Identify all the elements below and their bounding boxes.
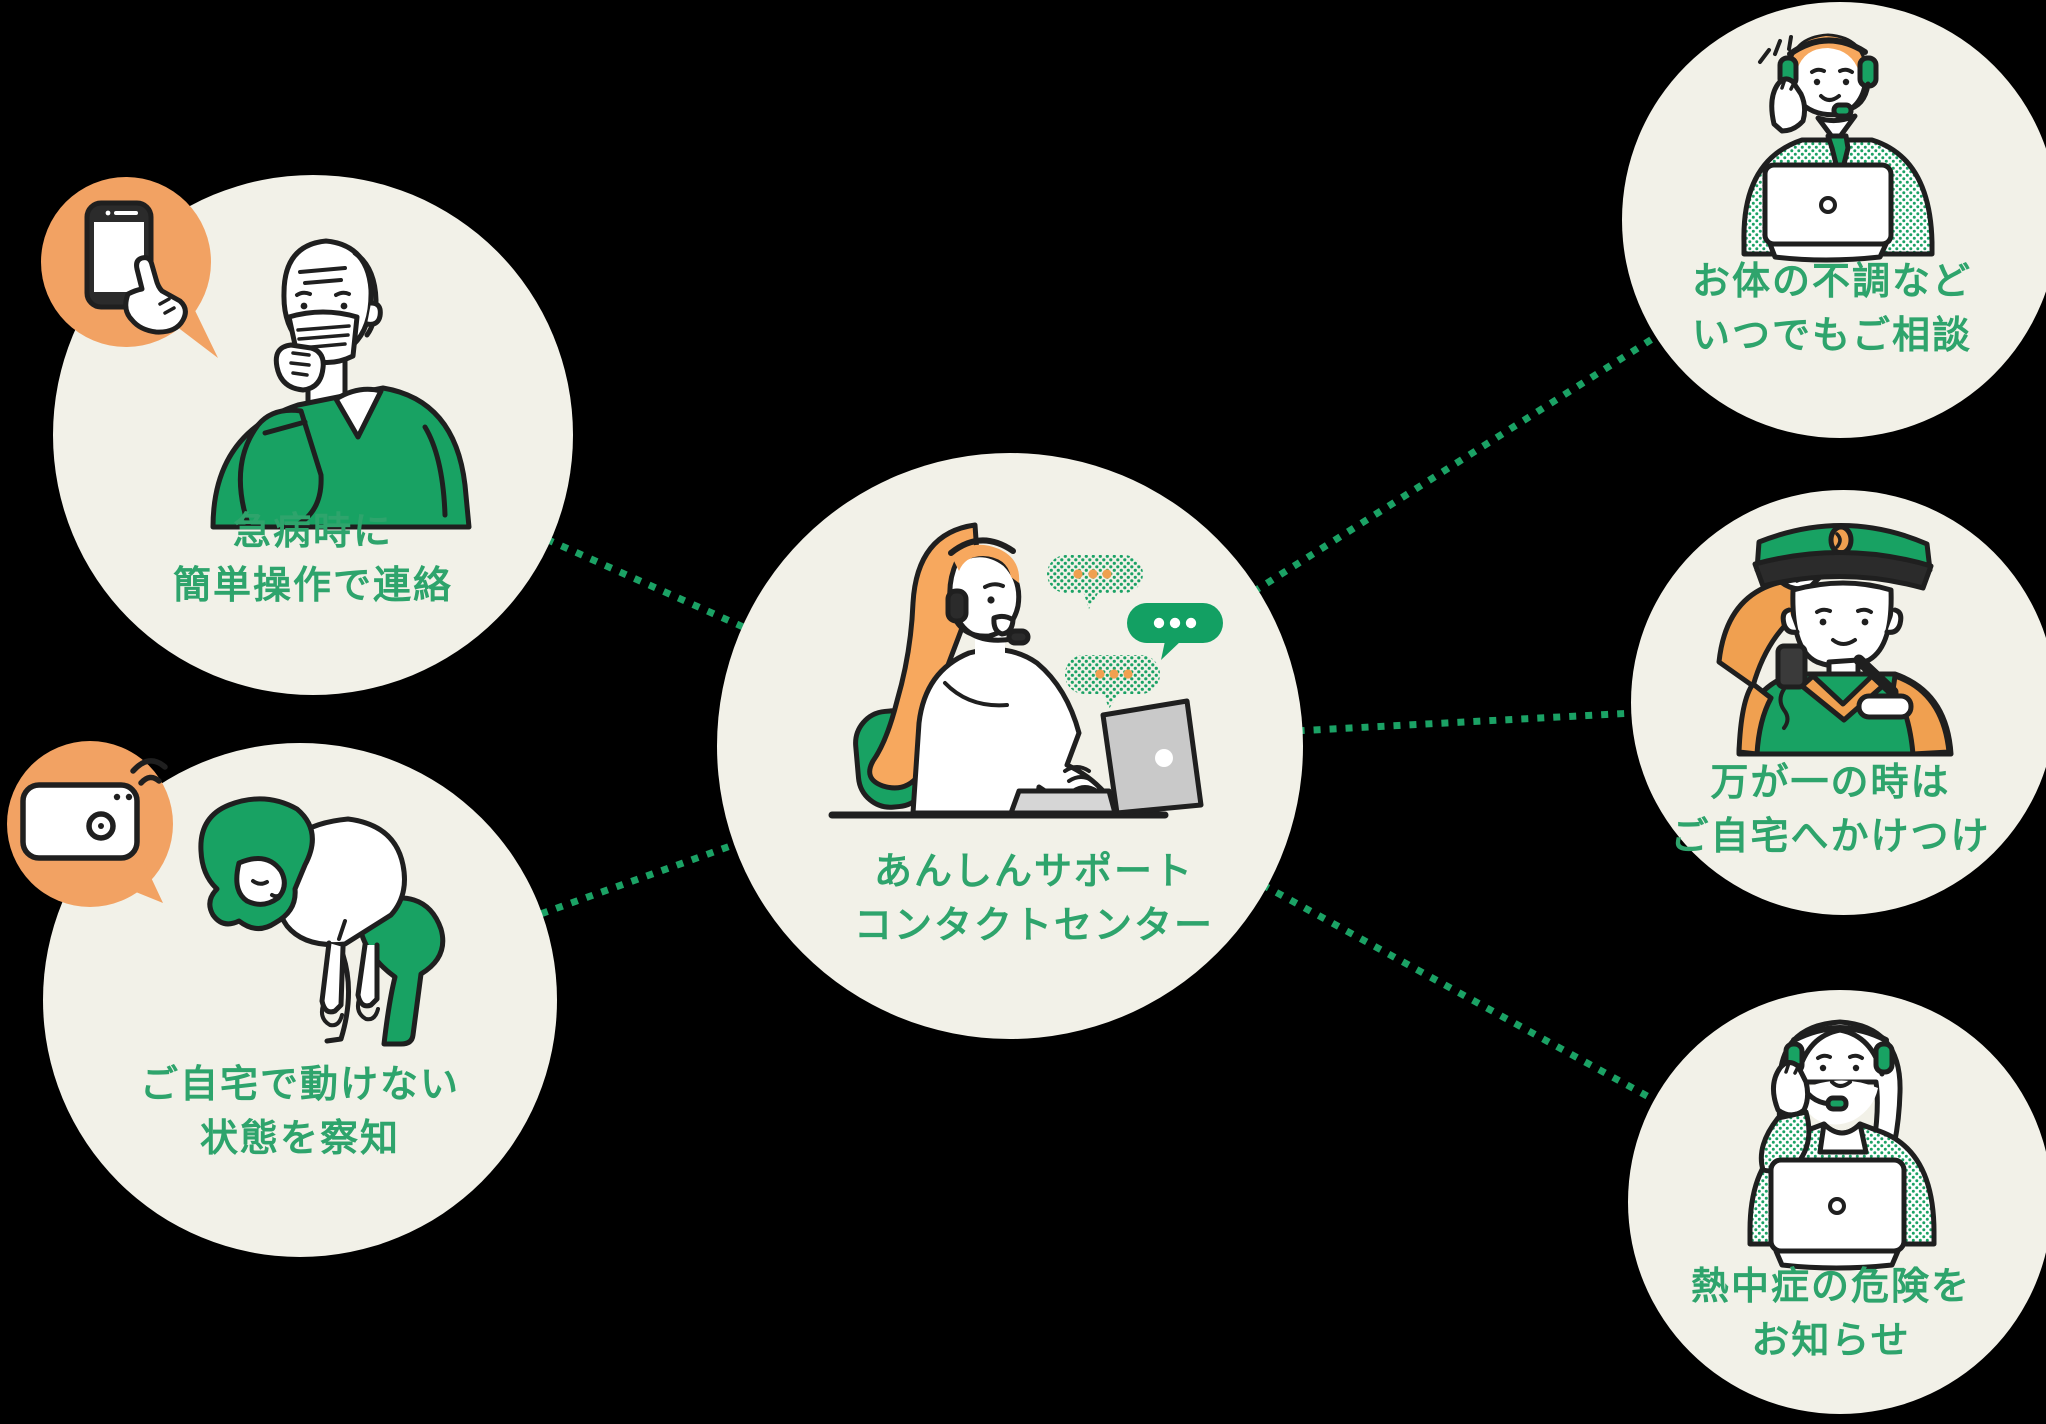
node-heatstroke-alert: 熱中症の危険を お知らせ: [1628, 990, 2046, 1414]
label-line-2: お知らせ: [1751, 1320, 1911, 1362]
woman-bent-over-illustration: [198, 796, 446, 1047]
chat-bubbles: [1047, 555, 1223, 709]
node-consultation: お体の不調など いつでもご相談: [1622, 2, 2046, 438]
connector-center-to-dispatch: [1009, 698, 1844, 750]
label-line-2: コンタクトセンター: [853, 905, 1214, 947]
node-label-heatstroke-alert: 熱中症の危険を お知らせ: [1619, 1260, 2043, 1368]
label-line-2: 簡単操作で連絡: [172, 565, 453, 607]
smartphone-tap-icon: [41, 177, 218, 358]
label-line-2: ご自宅へかけつけ: [1670, 816, 1991, 858]
security-guard-saluting-illustration: [1716, 523, 1954, 757]
node-label-contact-center: あんしんサポート コンタクトセンター: [741, 845, 1327, 953]
node-label-emergency-call: 急病時に 簡単操作で連絡: [53, 505, 573, 613]
node-contact-center: あんしんサポート コンタクトセンター: [717, 453, 1303, 1039]
female-operator-at-laptop-2-illustration: [1747, 1019, 1937, 1271]
male-operator-at-laptop-illustration: [1741, 33, 1935, 263]
node-label-immobility-detect: ご自宅で動けない 状態を察知: [43, 1058, 557, 1166]
node-dispatch: 万が一の時は ご自宅へかけつけ: [1631, 490, 2046, 915]
node-label-dispatch: 万が一の時は ご自宅へかけつけ: [1618, 756, 2043, 864]
label-line-1: あんしんサポート: [873, 851, 1194, 893]
label-line-1: ご自宅で動けない: [139, 1064, 460, 1106]
label-line-1: 急病時に: [232, 511, 393, 553]
label-line-1: 熱中症の危険を: [1690, 1266, 1971, 1308]
node-label-consultation: お体の不調など いつでもご相談: [1614, 255, 2046, 363]
node-emergency-call: 急病時に 簡単操作で連絡: [53, 175, 573, 695]
elderly-man-with-mask-illustration: [210, 238, 472, 530]
sensor-device-icon: [7, 741, 173, 907]
label-line-2: いつでもご相談: [1691, 315, 1972, 357]
female-operator-at-laptop-illustration: [828, 522, 1223, 819]
label-line-2: 状態を察知: [199, 1118, 400, 1160]
label-line-1: 万が一の時は: [1710, 762, 1951, 804]
label-line-1: お体の不調など: [1691, 261, 1972, 303]
